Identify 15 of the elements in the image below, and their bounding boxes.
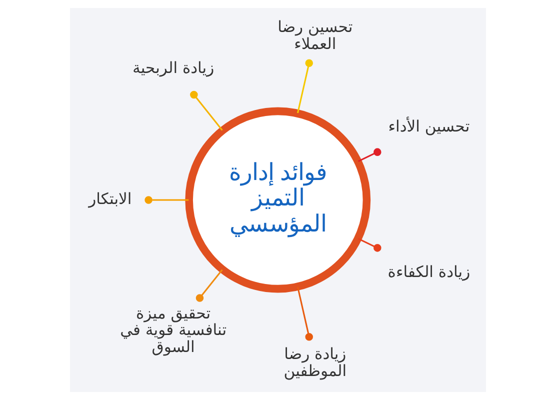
- connector: [195, 269, 222, 302]
- node-text: تحسين رضا العملاء: [277, 18, 352, 53]
- node-text: زيادة الربحية: [132, 58, 214, 77]
- connector: [357, 238, 381, 252]
- connector: [357, 148, 381, 162]
- node-circle: فوائد إدارة التميز المؤسسي: [184, 107, 370, 293]
- connector: [144, 196, 188, 204]
- connector: [296, 59, 312, 114]
- connector: [296, 286, 312, 341]
- node-text: زيادة رضا الموظفين: [283, 345, 346, 380]
- node-text: تحقيق ميزة تنافسية قوية في السوق: [120, 304, 226, 356]
- connector: [190, 90, 222, 131]
- node-text: الابتكار: [88, 190, 132, 208]
- node-text: زيادة الكفاءة: [387, 262, 470, 281]
- node-text: تحسين الأداء: [388, 117, 470, 136]
